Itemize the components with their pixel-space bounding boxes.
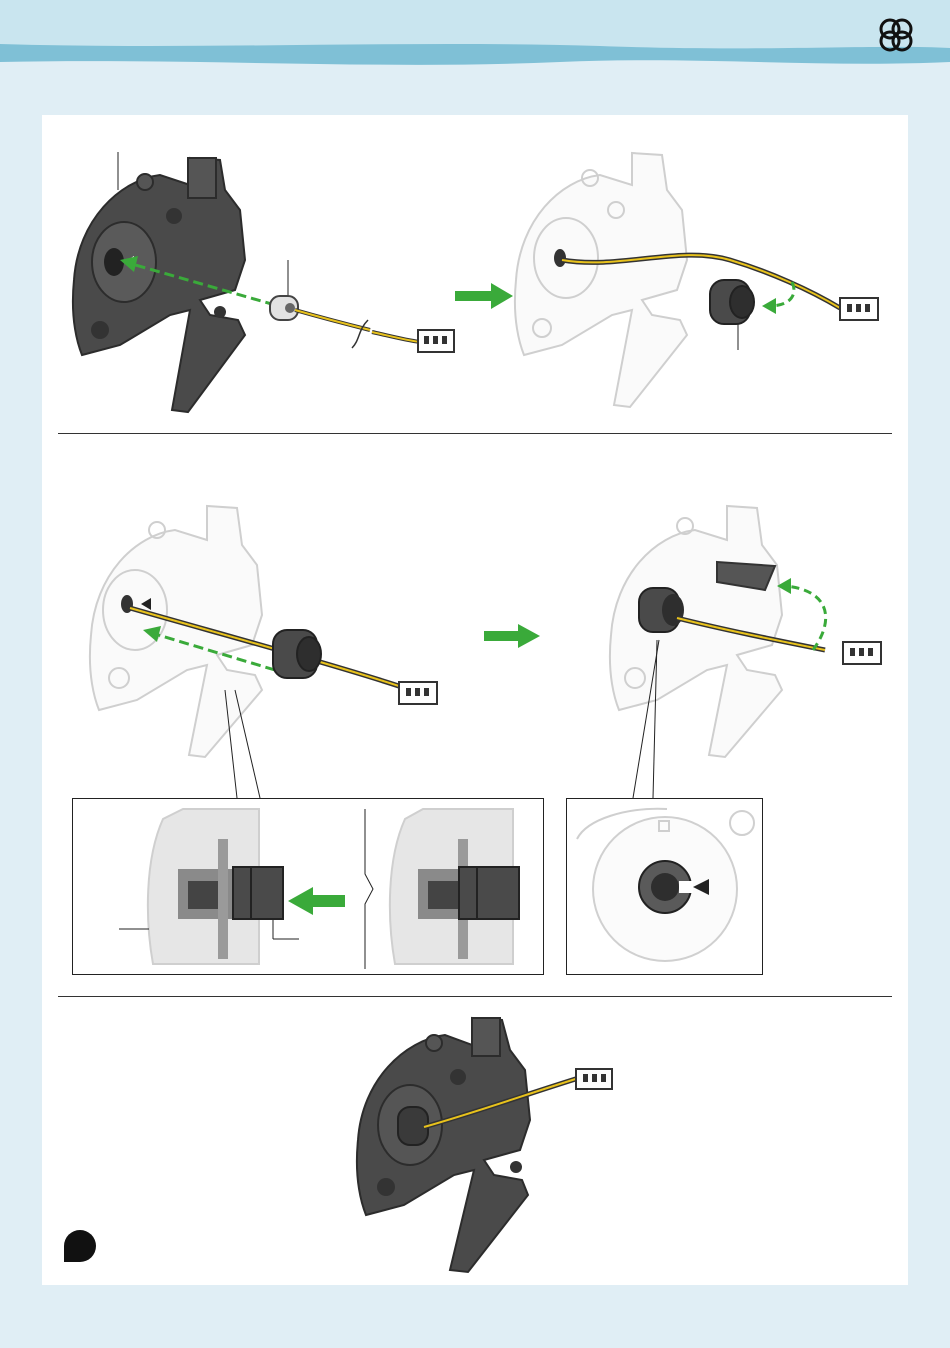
header-band (0, 0, 950, 80)
next-arrow-icon (484, 624, 542, 648)
cable-clip-illustration (605, 500, 895, 800)
mount-bracket-dark (357, 1018, 530, 1272)
cable-connector (840, 298, 878, 320)
mount-bracket-ghost (515, 153, 687, 407)
step-divider-1 (58, 433, 892, 434)
grommet-insert-illustration (60, 150, 480, 420)
cable-connector (418, 330, 454, 352)
assembled-illustration (350, 1015, 620, 1275)
grommet-seat-illustration (85, 500, 455, 800)
step-divider-2 (58, 996, 892, 997)
cloud-bubbles-icon (872, 12, 920, 60)
cable-connector (399, 682, 437, 704)
grommet-light (270, 296, 298, 320)
after-state (390, 809, 519, 964)
next-arrow-icon (455, 283, 515, 309)
cable-routed-illustration (510, 150, 900, 410)
section-detail-illustration (73, 799, 543, 974)
grommet-section-detail (72, 798, 544, 975)
mount-bracket-ghost (90, 506, 262, 757)
before-state (119, 809, 345, 964)
note-bullet-icon (64, 1230, 96, 1262)
grommet-dark (710, 280, 754, 324)
grommet-dark (639, 588, 684, 632)
mount-bracket-ghost (610, 506, 782, 757)
grommet-dark (273, 630, 321, 678)
hole-orientation-detail (566, 798, 763, 975)
cable-connector (576, 1069, 612, 1089)
mount-bracket-dark (73, 158, 245, 412)
cable-connector (843, 642, 881, 664)
hole-orientation-illustration (567, 799, 762, 974)
